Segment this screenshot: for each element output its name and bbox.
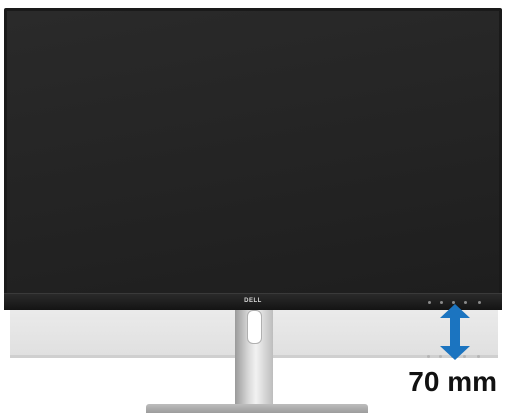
monitor-screen	[7, 11, 499, 294]
control-button-dot	[478, 301, 481, 304]
control-button-dot	[440, 301, 443, 304]
cable-slot	[247, 310, 262, 344]
dell-logo-icon: DELL	[244, 298, 262, 304]
control-button-dot	[428, 301, 431, 304]
double-arrow-icon	[440, 304, 470, 360]
control-button-dot	[452, 301, 455, 304]
arrow-shape	[440, 304, 470, 360]
control-button-dot	[464, 301, 467, 304]
monitor: DELL	[4, 8, 502, 310]
stand-base	[146, 404, 368, 413]
monitor-bottom-bezel: DELL	[4, 293, 502, 310]
measurement-label: 70 mm	[408, 366, 497, 397]
monitor-control-buttons	[428, 301, 488, 305]
